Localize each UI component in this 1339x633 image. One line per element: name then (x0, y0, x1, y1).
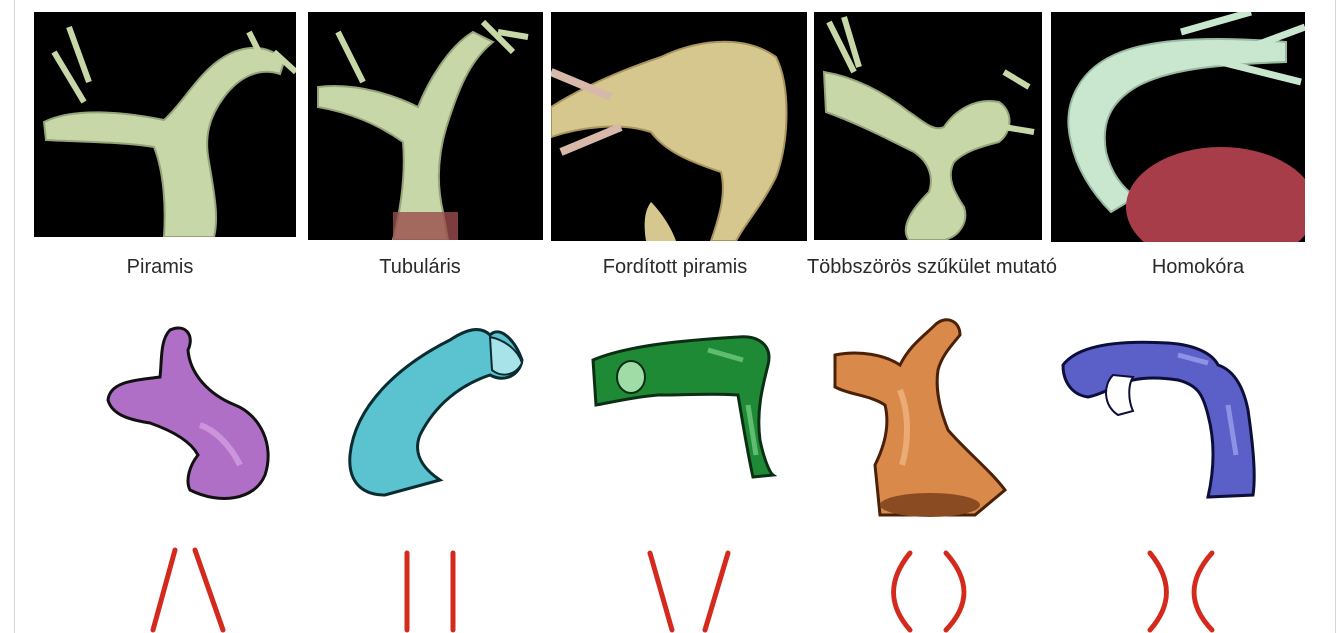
label-pyramid: Piramis (127, 256, 194, 279)
ct-vessel-image (814, 12, 1042, 240)
tubular-3d-model (340, 315, 530, 515)
label-inverted-pyramid: Fordított piramis (603, 256, 747, 279)
label-hourglass: Homokóra (1152, 256, 1244, 279)
ct-panel-multiple-stenosis (814, 12, 1042, 240)
ct-vessel-image (308, 12, 543, 240)
inverted-pyramid-shape-icon (640, 545, 740, 633)
multiple-stenosis-shape-icon (888, 545, 978, 633)
label-multiple-stenosis: Többszörös szűkület mutató (807, 256, 1057, 279)
multiple-stenosis-3d-model (830, 315, 1030, 525)
model-multiple-stenosis (830, 315, 1030, 525)
model-hourglass (1058, 315, 1268, 505)
ct-panel-hourglass (1051, 12, 1305, 242)
pyramid-shape-icon (145, 545, 255, 633)
tubular-shape-icon (395, 545, 475, 633)
model-inverted-pyramid (588, 315, 788, 485)
ct-panel-inverted-pyramid (551, 12, 807, 241)
ct-vessel-image (1051, 12, 1305, 242)
label-tubular: Tubuláris (379, 256, 461, 279)
shape-tubular (395, 545, 475, 633)
hourglass-shape-icon (1140, 545, 1230, 633)
ct-vessel-image (34, 12, 296, 237)
shape-pyramid (145, 545, 255, 633)
shape-hourglass (1140, 545, 1230, 633)
model-tubular (340, 315, 530, 515)
shape-multiple-stenosis (888, 545, 978, 633)
hourglass-3d-model (1058, 315, 1268, 505)
pyramid-3d-model (90, 315, 280, 515)
ct-panel-tubular (308, 12, 543, 240)
ct-panel-pyramid (34, 12, 296, 237)
shape-inverted-pyramid (640, 545, 740, 633)
ct-vessel-image (551, 12, 807, 241)
inverted-pyramid-3d-model (588, 315, 788, 485)
model-pyramid (90, 315, 280, 515)
